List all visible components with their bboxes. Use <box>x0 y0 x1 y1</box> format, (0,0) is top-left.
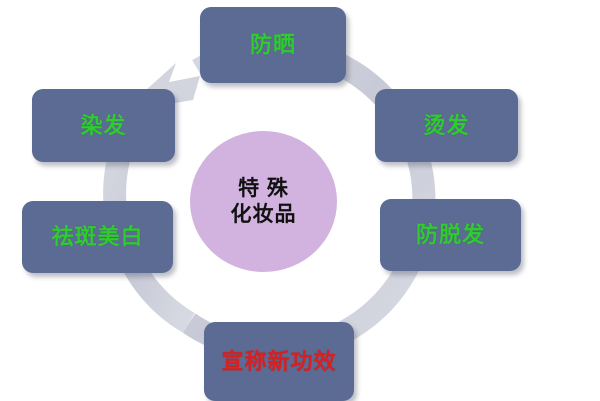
node-new-efficacy-claim[interactable]: 宣称新功效 <box>204 322 354 401</box>
node-sunscreen[interactable]: 防晒 <box>200 7 346 83</box>
center-title-line-1: 特 殊 <box>238 176 289 200</box>
node-anti-hair-loss[interactable]: 防脱发 <box>380 199 521 271</box>
center-ellipse: 特 殊 化妆品 <box>190 131 337 272</box>
node-hair-dye[interactable]: 染发 <box>32 89 175 162</box>
node-spot-removal-whitening-label: 祛斑美白 <box>51 224 144 249</box>
node-anti-hair-loss-label: 防脱发 <box>415 222 485 247</box>
node-sunscreen-label: 防晒 <box>249 32 296 57</box>
node-hair-dye-label: 染发 <box>80 112 127 138</box>
node-perm[interactable]: 烫发 <box>375 89 518 162</box>
node-spot-removal-whitening[interactable]: 祛斑美白 <box>22 201 173 273</box>
node-perm-label: 烫发 <box>423 112 470 138</box>
center-title-line-2: 化妆品 <box>230 202 297 226</box>
node-new-efficacy-claim-label: 宣称新功效 <box>221 348 337 374</box>
